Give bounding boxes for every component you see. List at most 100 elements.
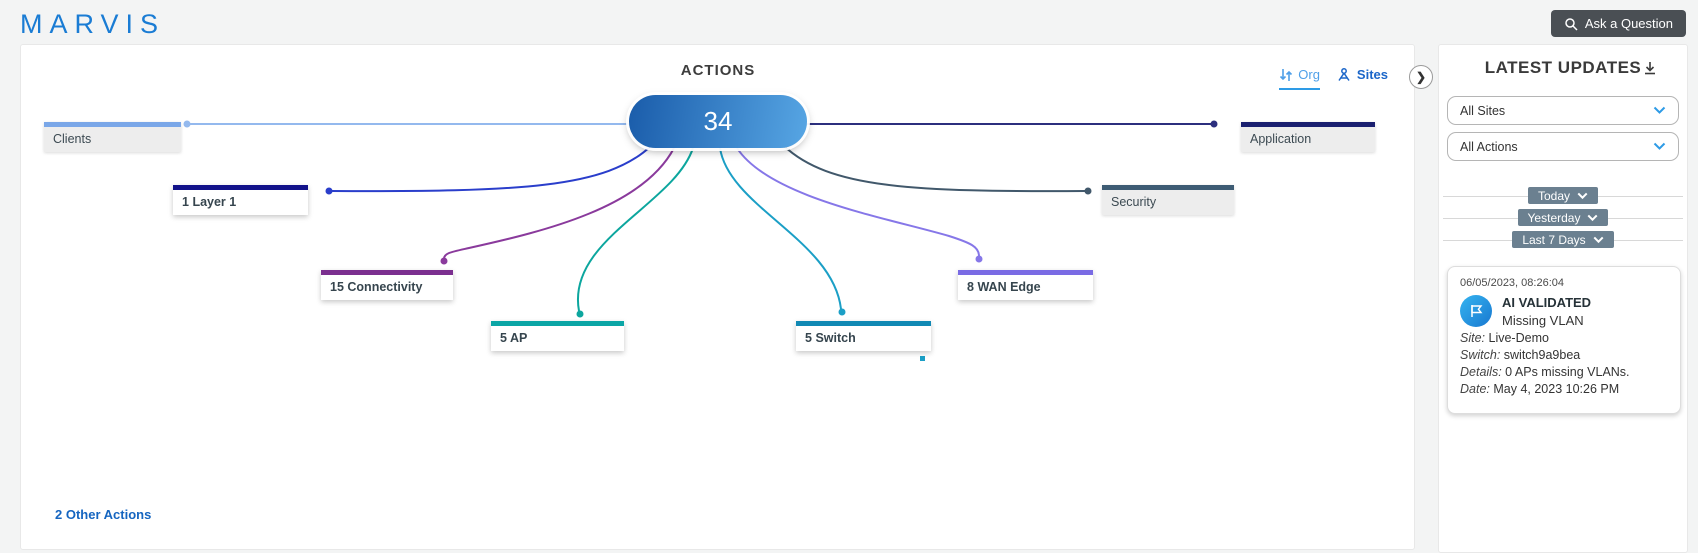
tab-sites-label: Sites: [1356, 67, 1388, 82]
update-field-details: Details: 0 APs missing VLANs.: [1460, 365, 1668, 379]
category-color-bar: [44, 122, 181, 127]
chevron-down-icon: [1653, 106, 1666, 114]
date-group-row: Today: [1439, 187, 1687, 204]
category-color-bar: [1241, 122, 1375, 127]
category-switch[interactable]: 5 Switch: [796, 321, 931, 351]
field-value: May 4, 2023 10:26 PM: [1493, 382, 1620, 396]
update-event: Missing VLAN: [1502, 313, 1584, 328]
ask-a-question-button[interactable]: Ask a Question: [1550, 10, 1686, 37]
site-filter-dropdown[interactable]: All Sites: [1447, 96, 1679, 125]
update-field-switch: Switch: switch9a9bea: [1460, 348, 1668, 362]
edge-dot-switch: [838, 308, 846, 316]
update-badge: AI VALIDATED: [1502, 295, 1592, 310]
action-filter-dropdown[interactable]: All Actions: [1447, 132, 1679, 161]
category-count: 15: [330, 280, 344, 294]
category-label: Application: [1250, 132, 1312, 146]
edge-dot-connectivity: [440, 257, 448, 265]
category-color-bar: [1102, 185, 1234, 190]
field-label: Site:: [1460, 331, 1486, 345]
site-filter-value: All Sites: [1460, 103, 1506, 118]
category-application[interactable]: Application: [1241, 122, 1375, 152]
marvis-logo: MARVIS: [20, 9, 166, 39]
edge-dot-application: [1210, 120, 1218, 128]
field-value: Live-Demo: [1488, 331, 1549, 345]
category-label: Security: [1111, 195, 1157, 209]
edge-security: [783, 145, 1087, 193]
group-last-7-days-button[interactable]: Last 7 Days: [1512, 231, 1614, 248]
edge-wan-edge: [736, 147, 980, 257]
chevron-down-icon: [1593, 236, 1604, 243]
category-label: WAN Edge: [977, 280, 1041, 294]
action-filter-value: All Actions: [1460, 139, 1518, 154]
collapse-updates-panel-button[interactable]: ❯: [1409, 65, 1433, 89]
chevron-right-icon: ❯: [1415, 70, 1427, 84]
category-label: Connectivity: [347, 280, 423, 294]
category-label: Layer 1: [192, 195, 237, 209]
category-security[interactable]: Security: [1102, 185, 1234, 215]
edge-dot-wan-edge: [975, 255, 983, 263]
category-layer-1[interactable]: 1 Layer 1: [173, 185, 308, 215]
search-icon: [1565, 17, 1578, 31]
actions-count: 34: [703, 106, 733, 136]
edge-ap: [576, 147, 694, 312]
category-count: 1: [182, 195, 189, 209]
category-color-bar: [321, 270, 453, 275]
actions-count-node[interactable]: 34: [629, 95, 807, 148]
download-icon[interactable]: [1642, 60, 1658, 76]
category-count: 8: [967, 280, 974, 294]
tab-org-label: Org: [1298, 67, 1320, 82]
category-color-bar: [796, 321, 931, 326]
update-field-site: Site: Live-Demo: [1460, 331, 1668, 345]
edge-dot-clients: [183, 120, 191, 128]
edge-dot-layer-1: [325, 187, 333, 195]
chevron-down-icon: [1588, 214, 1598, 221]
category-count: 5: [500, 331, 507, 345]
edge-connectivity: [443, 147, 675, 260]
field-label: Details:: [1460, 365, 1502, 379]
org-sites-toggle: Org Sites: [1279, 67, 1388, 90]
update-field-date: Date: May 4, 2023 10:26 PM: [1460, 382, 1668, 396]
group-today-button[interactable]: Today: [1527, 187, 1599, 204]
field-value: 0 APs missing VLANs.: [1505, 365, 1630, 379]
group-yesterday-label: Yesterday: [1527, 210, 1581, 225]
category-label: AP: [509, 331, 528, 345]
category-label: Clients: [53, 132, 92, 146]
group-last-7-days-label: Last 7 Days: [1522, 232, 1586, 247]
category-wan-edge[interactable]: 8 WAN Edge: [958, 270, 1093, 300]
actions-panel: ACTIONS Org Sites: [20, 44, 1415, 550]
sites-icon: [1338, 68, 1350, 81]
field-label: Switch:: [1460, 348, 1501, 362]
category-color-bar: [958, 270, 1093, 275]
top-bar: MARVIS Ask a Question: [0, 0, 1698, 44]
latest-updates-panel: LATEST UPDATES All Sites All Actions Tod…: [1438, 44, 1688, 553]
tab-org[interactable]: Org: [1279, 67, 1320, 90]
edge-dot-ap: [576, 310, 584, 318]
actions-title: ACTIONS: [680, 62, 756, 79]
edge-layer-1: [330, 145, 652, 193]
edge-switch: [719, 147, 842, 310]
category-color-bar: [173, 185, 308, 190]
other-actions-link[interactable]: 2 Other Actions: [55, 507, 152, 522]
group-today-label: Today: [1537, 188, 1571, 203]
org-sort-icon: [1280, 68, 1293, 81]
category-clients[interactable]: Clients: [44, 122, 181, 152]
tab-sites[interactable]: Sites: [1336, 67, 1388, 88]
edge-dot-security: [1084, 187, 1092, 195]
update-timestamp: 06/05/2023, 08:26:04: [1460, 277, 1564, 289]
category-count: 5: [805, 331, 812, 345]
ask-a-question-label: Ask a Question: [1584, 16, 1673, 31]
chevron-down-icon: [1653, 142, 1666, 150]
field-value: switch9a9bea: [1503, 348, 1581, 362]
chevron-down-icon: [1577, 192, 1588, 199]
field-label: Date:: [1460, 382, 1490, 396]
ai-validated-flag-icon: [1460, 295, 1492, 327]
switch-scroll-marker: [920, 356, 925, 361]
group-yesterday-button[interactable]: Yesterday: [1517, 209, 1609, 226]
category-connectivity[interactable]: 15 Connectivity: [321, 270, 453, 300]
latest-updates-title: LATEST UPDATES: [1484, 58, 1642, 77]
category-color-bar: [491, 321, 624, 326]
category-ap[interactable]: 5 AP: [491, 321, 624, 351]
date-group-row: Last 7 Days: [1439, 231, 1687, 248]
update-card[interactable]: 06/05/2023, 08:26:04 AI VALIDATED Missin…: [1447, 266, 1681, 414]
date-group-row: Yesterday: [1439, 209, 1687, 226]
